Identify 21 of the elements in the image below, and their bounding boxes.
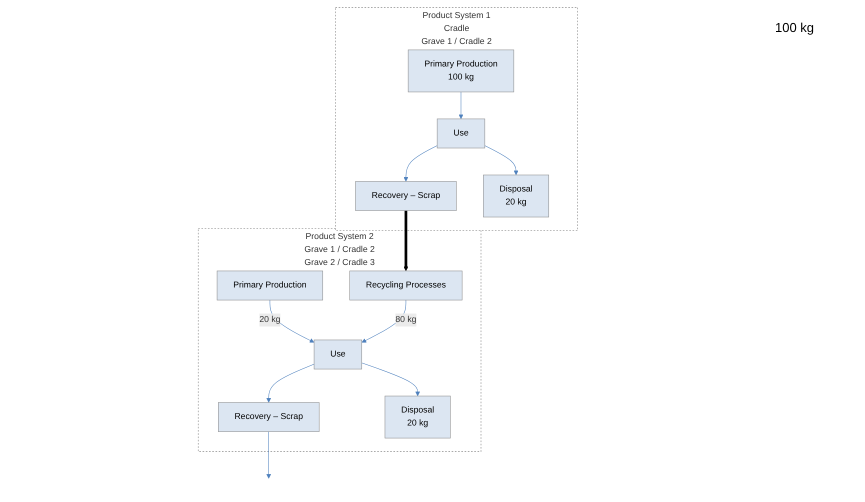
arrow	[361, 300, 406, 343]
node-box: Recycling Processes	[349, 270, 462, 300]
node-box: Primary Production	[216, 270, 323, 300]
edge-label: 80 kg	[394, 315, 416, 324]
edge-label: 20 kg	[258, 315, 280, 324]
node-box: Use	[313, 340, 362, 370]
arrow	[484, 145, 518, 176]
node-box: Recovery – Scrap	[354, 181, 456, 211]
node-box: Disposal 20 kg	[482, 174, 549, 218]
node-box: Disposal 20 kg	[384, 396, 450, 438]
arrow	[266, 431, 271, 479]
arrow	[266, 364, 314, 403]
arrow	[361, 362, 420, 396]
arrow	[403, 145, 437, 182]
arrow	[458, 92, 463, 120]
node-box: Recovery – Scrap	[218, 402, 319, 432]
arrow	[269, 300, 314, 343]
flow-amount-label: 100 kg	[775, 20, 816, 35]
node-box: Primary Production 100 kg	[407, 50, 514, 92]
arrow	[403, 210, 408, 272]
node-box: Use	[436, 118, 485, 148]
